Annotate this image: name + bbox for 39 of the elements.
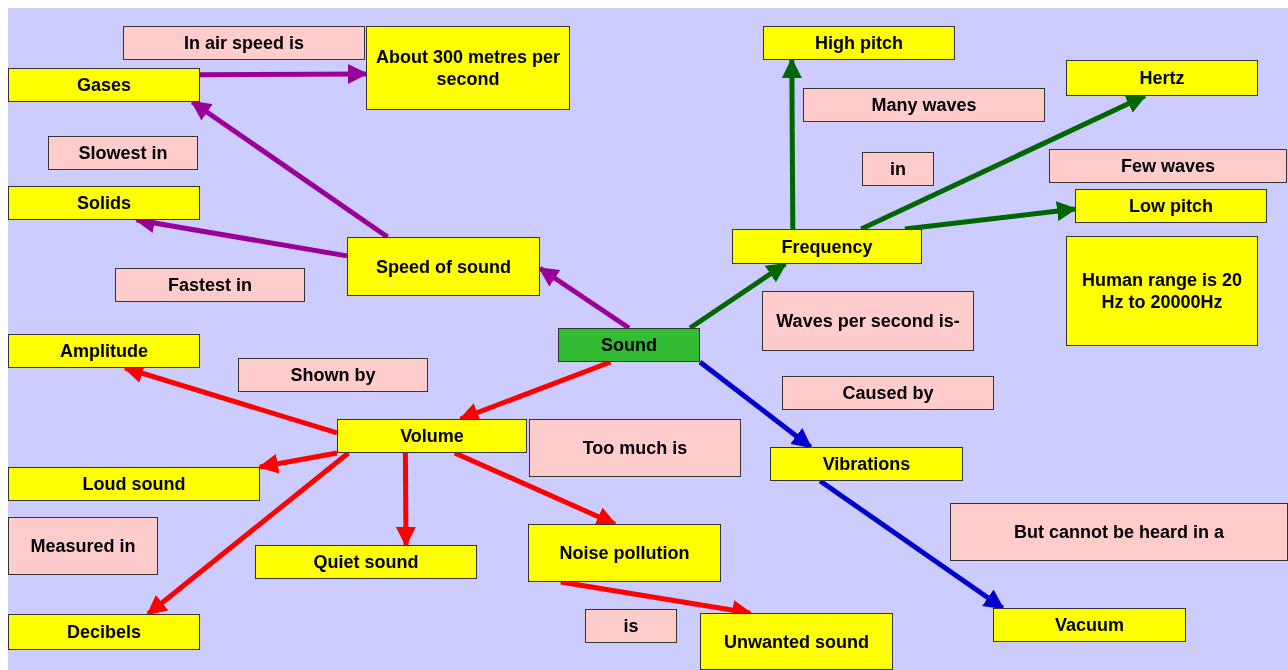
arrow (781, 58, 802, 229)
concept-box: Loud sound (8, 467, 260, 501)
arrow (200, 64, 368, 84)
concept-box: About 300 metres per second (366, 26, 570, 110)
linking-phrase-box: Too much is (529, 419, 741, 477)
linking-phrase-box: In air speed is (123, 26, 365, 60)
linking-phrase-box: Waves per second is- (762, 291, 974, 351)
arrow (904, 201, 1077, 232)
linking-phrase-box: Caused by (782, 376, 994, 410)
concept-box: Volume (337, 419, 527, 453)
concept-box: Vacuum (993, 608, 1186, 642)
concept-box: Hertz (1066, 60, 1258, 96)
arrow (395, 453, 416, 547)
linking-phrase-box: Measured in (8, 517, 158, 575)
concept-box: Sound (558, 328, 700, 362)
concept-box: Noise pollution (528, 524, 721, 582)
concept-box: Vibrations (770, 447, 963, 481)
arrow (698, 360, 813, 449)
linking-phrase-box: is (585, 609, 677, 643)
concept-box: High pitch (763, 26, 955, 60)
concept-box: Gases (8, 68, 200, 102)
concept-box: Solids (8, 186, 200, 220)
concept-box: Amplitude (8, 334, 200, 368)
concept-box: Decibels (8, 614, 200, 650)
concept-box: Frequency (732, 229, 922, 264)
linking-phrase-box: But cannot be heard in a (950, 503, 1288, 561)
linking-phrase-box: Fastest in (115, 268, 305, 302)
linking-phrase-box: Slowest in (48, 136, 198, 170)
concept-box: Speed of sound (347, 237, 540, 296)
concept-box: Low pitch (1075, 189, 1267, 223)
concept-box: Unwanted sound (700, 613, 893, 670)
linking-phrase-box: Shown by (238, 358, 428, 392)
concept-box: Human range is 20 Hz to 20000Hz (1066, 236, 1258, 346)
concept-box: Quiet sound (255, 545, 477, 579)
arrow (146, 451, 350, 616)
linking-phrase-box: Many waves (803, 88, 1045, 122)
linking-phrase-box: Few waves (1049, 149, 1287, 183)
arrow (258, 450, 338, 474)
linking-phrase-box: in (862, 152, 934, 186)
